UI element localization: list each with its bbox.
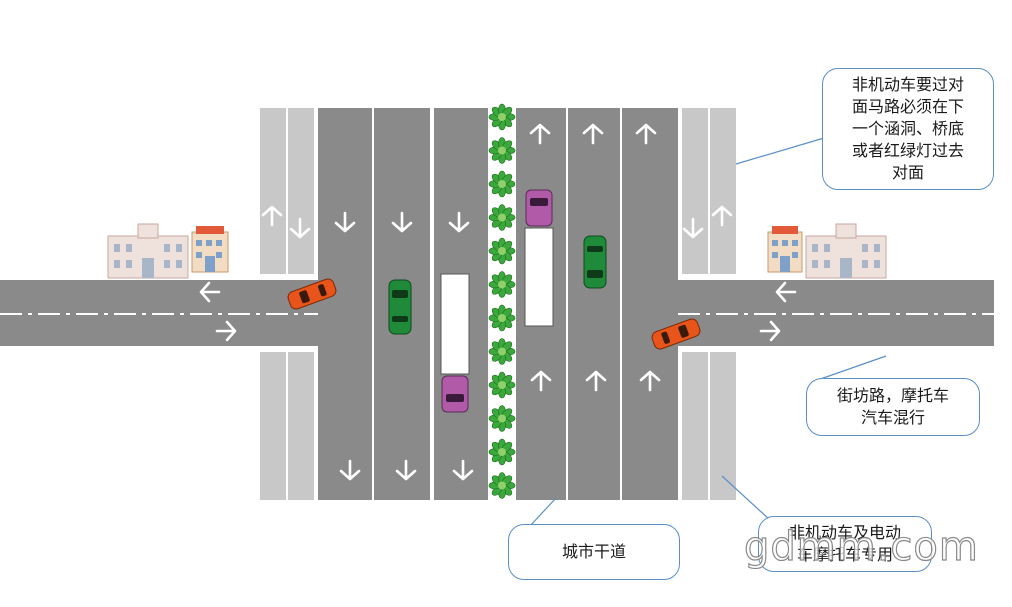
shrub-icon: [488, 371, 516, 399]
right-arrow-icon: [215, 320, 237, 342]
car-icon: [651, 318, 701, 350]
side-streets: [0, 280, 994, 346]
shrub-icon: [488, 170, 516, 198]
building-icon: [805, 223, 887, 279]
car-icon: [287, 278, 337, 310]
shrub-icon: [488, 304, 516, 332]
shrub-icon: [488, 338, 516, 365]
up-arrow-icon: [529, 123, 551, 145]
car-icon: [583, 235, 607, 289]
callout-main-road: 城市干道: [508, 524, 680, 580]
watermark: gdmm.com: [743, 523, 979, 570]
down-arrow-icon: [395, 459, 417, 481]
up-arrow-icon: [711, 205, 733, 227]
down-arrow-icon: [682, 217, 704, 239]
up-arrow-icon: [530, 370, 552, 392]
truck-icon: [440, 273, 470, 413]
down-arrow-icon: [339, 459, 361, 481]
median-shrubs: [488, 103, 516, 500]
callout-side-street: 街坊路，摩托车 汽车混行: [806, 378, 980, 436]
car-icon: [388, 279, 412, 335]
bike-lanes-right: [682, 108, 736, 500]
callout-non-motor-crossing: 非机动车要过对 面马路必须在下 一个涵洞、桥底 或者红绿灯过去 对面: [822, 68, 994, 190]
bike-lanes-left: [260, 108, 314, 500]
shrub-icon: [488, 103, 516, 131]
shrub-icon: [488, 237, 516, 265]
down-arrow-icon: [448, 211, 470, 233]
up-arrow-icon: [639, 370, 661, 392]
left-arrow-icon: [775, 281, 797, 303]
building-icon: [191, 226, 229, 273]
down-arrow-icon: [334, 211, 356, 233]
building-icon: [767, 226, 803, 273]
callout-pointers: [529, 137, 887, 527]
up-arrow-icon: [261, 205, 283, 227]
building-icon: [107, 223, 189, 279]
shrub-icon: [488, 204, 516, 231]
shrub-icon: [488, 271, 516, 298]
left-arrow-icon: [199, 281, 221, 303]
down-arrow-icon: [452, 459, 474, 481]
right-arrow-icon: [759, 320, 781, 342]
up-arrow-icon: [582, 123, 604, 145]
truck-icon: [524, 189, 554, 327]
shrub-icon: [488, 438, 516, 466]
shrub-icon: [488, 405, 516, 432]
shrub-icon: [488, 137, 516, 164]
down-arrow-icon: [391, 211, 413, 233]
up-arrow-icon: [635, 123, 657, 145]
down-arrow-icon: [289, 217, 311, 239]
lane-arrows: [199, 123, 797, 481]
up-arrow-icon: [585, 370, 607, 392]
callout-bike-lane: 非机动车及电动 车摩托车专用: [758, 516, 932, 572]
shrub-icon: [488, 472, 516, 499]
